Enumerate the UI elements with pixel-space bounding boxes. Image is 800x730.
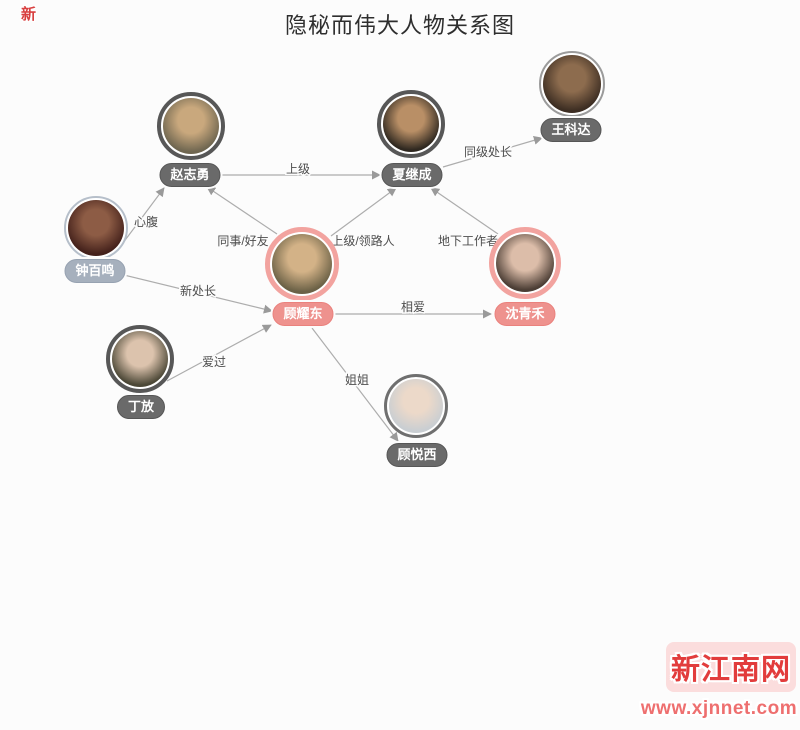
character-photo-zhaozhiyong	[163, 98, 219, 154]
node-avatar-guyuexi[interactable]	[384, 374, 448, 438]
edge-xiajicheng-wangkeda	[442, 135, 543, 168]
node-label-wangkeda[interactable]: 王科达	[540, 118, 602, 142]
edge-label-xiajicheng-wangkeda: 同级处长	[464, 145, 512, 159]
node-label-zhaozhiyong[interactable]: 赵志勇	[159, 163, 221, 187]
edge-guyaodong-xiajicheng	[330, 187, 397, 237]
edge-guyaodong-guyuexi	[311, 327, 399, 442]
edge-label-guyaodong-xiajicheng: 上级/领路人	[331, 233, 394, 248]
edge-label-shenqinghe-xiajicheng: 地下工作者	[438, 234, 498, 248]
edge-zhongbaiming-guyaodong	[123, 274, 273, 314]
character-photo-wangkeda	[543, 55, 601, 113]
character-photo-dingfang	[112, 331, 168, 387]
corner-watermark-glyph: 新	[21, 6, 37, 23]
node-avatar-shenqinghe[interactable]	[489, 227, 561, 299]
node-label-shenqinghe[interactable]: 沈青禾	[494, 302, 556, 326]
node-avatar-zhongbaiming[interactable]	[64, 196, 128, 260]
edge-label-guyaodong-shenqinghe: 相爱	[401, 300, 425, 314]
edge-guyaodong-zhaozhiyong	[206, 186, 278, 235]
character-photo-shenqinghe	[496, 234, 554, 292]
edge-label-dingfang-guyaodong: 爱过	[202, 355, 226, 369]
node-label-guyaodong[interactable]: 顾耀东	[272, 302, 334, 326]
edge-dingfang-guyaodong	[166, 324, 272, 382]
node-avatar-guyaodong[interactable]	[265, 227, 339, 301]
watermark-url: www.xjnnet.com	[640, 698, 798, 719]
edge-shenqinghe-xiajicheng	[430, 187, 499, 235]
node-avatar-xiajicheng[interactable]	[377, 90, 445, 158]
watermark-site-name: 新江南网	[670, 654, 791, 686]
character-photo-guyuexi	[389, 379, 443, 433]
node-avatar-dingfang[interactable]	[106, 325, 174, 393]
node-label-zhongbaiming[interactable]: 钟百鸣	[64, 259, 126, 283]
node-label-guyuexi[interactable]: 顾悦西	[386, 443, 448, 467]
node-label-dingfang[interactable]: 丁放	[116, 395, 166, 419]
node-avatar-wangkeda[interactable]	[539, 51, 605, 117]
watermark-box: 新江南网	[666, 642, 796, 692]
character-photo-zhongbaiming	[68, 200, 124, 256]
page-title: 隐秘而伟大人物关系图	[284, 13, 515, 38]
node-label-xiajicheng[interactable]: 夏继成	[381, 163, 443, 187]
edge-label-zhongbaiming-zhaozhiyong: 心腹	[134, 215, 158, 229]
node-avatar-zhaozhiyong[interactable]	[157, 92, 225, 160]
edge-label-guyaodong-zhaozhiyong: 同事/好友	[217, 234, 268, 248]
edge-label-guyaodong-guyuexi: 姐姐	[345, 373, 369, 387]
character-photo-guyaodong	[272, 234, 332, 294]
character-photo-xiajicheng	[383, 96, 439, 152]
edge-label-zhongbaiming-guyaodong: 新处长	[180, 283, 216, 298]
edge-label-zhaozhiyong-xiajicheng: 上级	[286, 162, 310, 176]
